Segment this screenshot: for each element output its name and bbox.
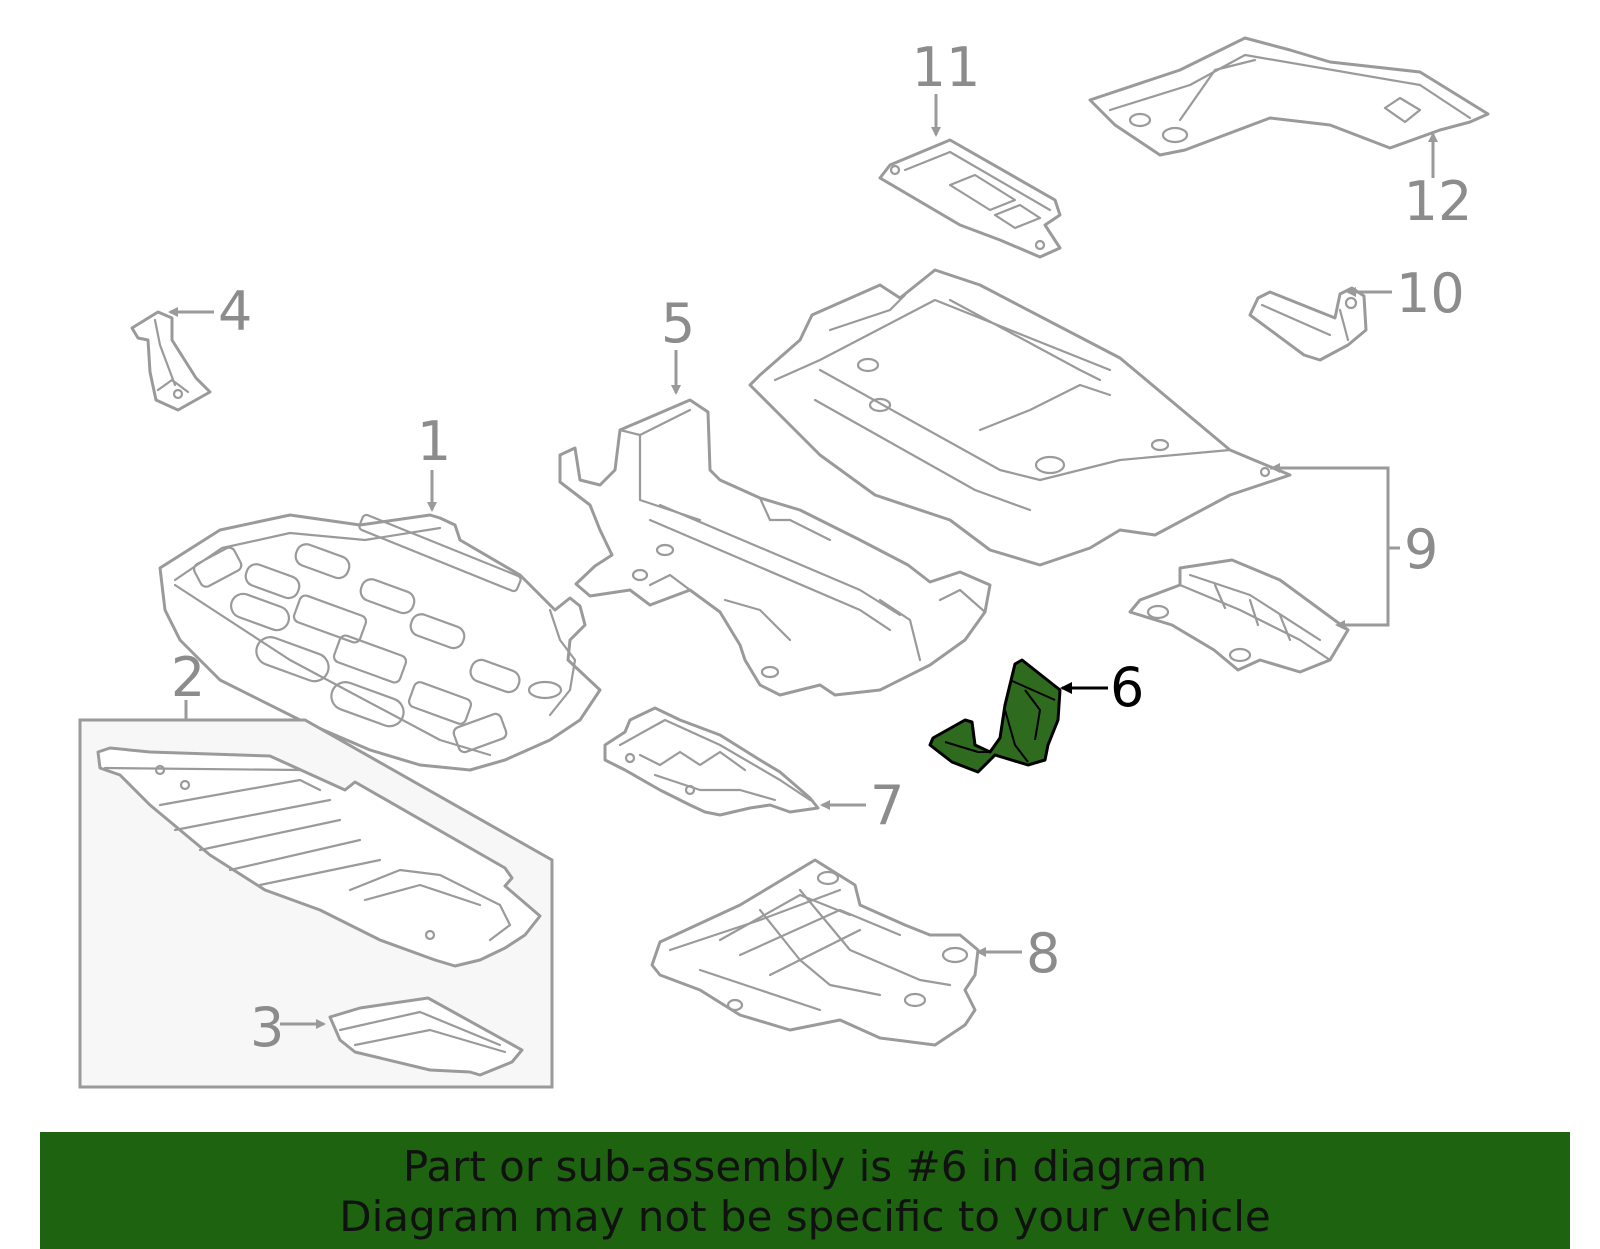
callout-6: 6 (1110, 656, 1144, 719)
callout-7: 7 (870, 774, 904, 837)
callout-3: 3 (250, 996, 284, 1059)
callout-labels: 11 12 10 4 5 1 9 2 6 7 8 3 (171, 36, 1473, 1059)
callout-9: 9 (1404, 518, 1438, 581)
part-1-shape (158, 513, 602, 772)
part-9-lower-shape (1128, 558, 1350, 674)
callout-2: 2 (171, 646, 205, 709)
callout-5: 5 (661, 292, 695, 355)
banner-line-2: Diagram may not be specific to your vehi… (339, 1192, 1271, 1241)
callout-12: 12 (1404, 170, 1473, 233)
part-8-shape (650, 858, 980, 1047)
banner-line-1: Part or sub-assembly is #6 in diagram (402, 1142, 1208, 1191)
part-6-highlighted-shape (928, 658, 1062, 774)
part-5-shape (558, 398, 992, 697)
callout-11: 11 (912, 36, 981, 99)
part-12-shape (1088, 36, 1490, 157)
info-banner: Part or sub-assembly is #6 in diagram Di… (40, 1132, 1570, 1249)
part-9-shape (748, 268, 1292, 567)
callout-10: 10 (1396, 262, 1465, 325)
callout-1: 1 (417, 410, 451, 473)
part-7-shape (603, 706, 820, 817)
leader-lines (168, 94, 1438, 1029)
part-2-shape (96, 746, 542, 968)
part-3-shape (328, 996, 524, 1077)
part-11-shape (878, 138, 1062, 259)
part-10-shape (1248, 286, 1368, 362)
part-4-shape (130, 310, 212, 412)
callout-8: 8 (1026, 922, 1060, 985)
callout-4: 4 (218, 280, 252, 343)
